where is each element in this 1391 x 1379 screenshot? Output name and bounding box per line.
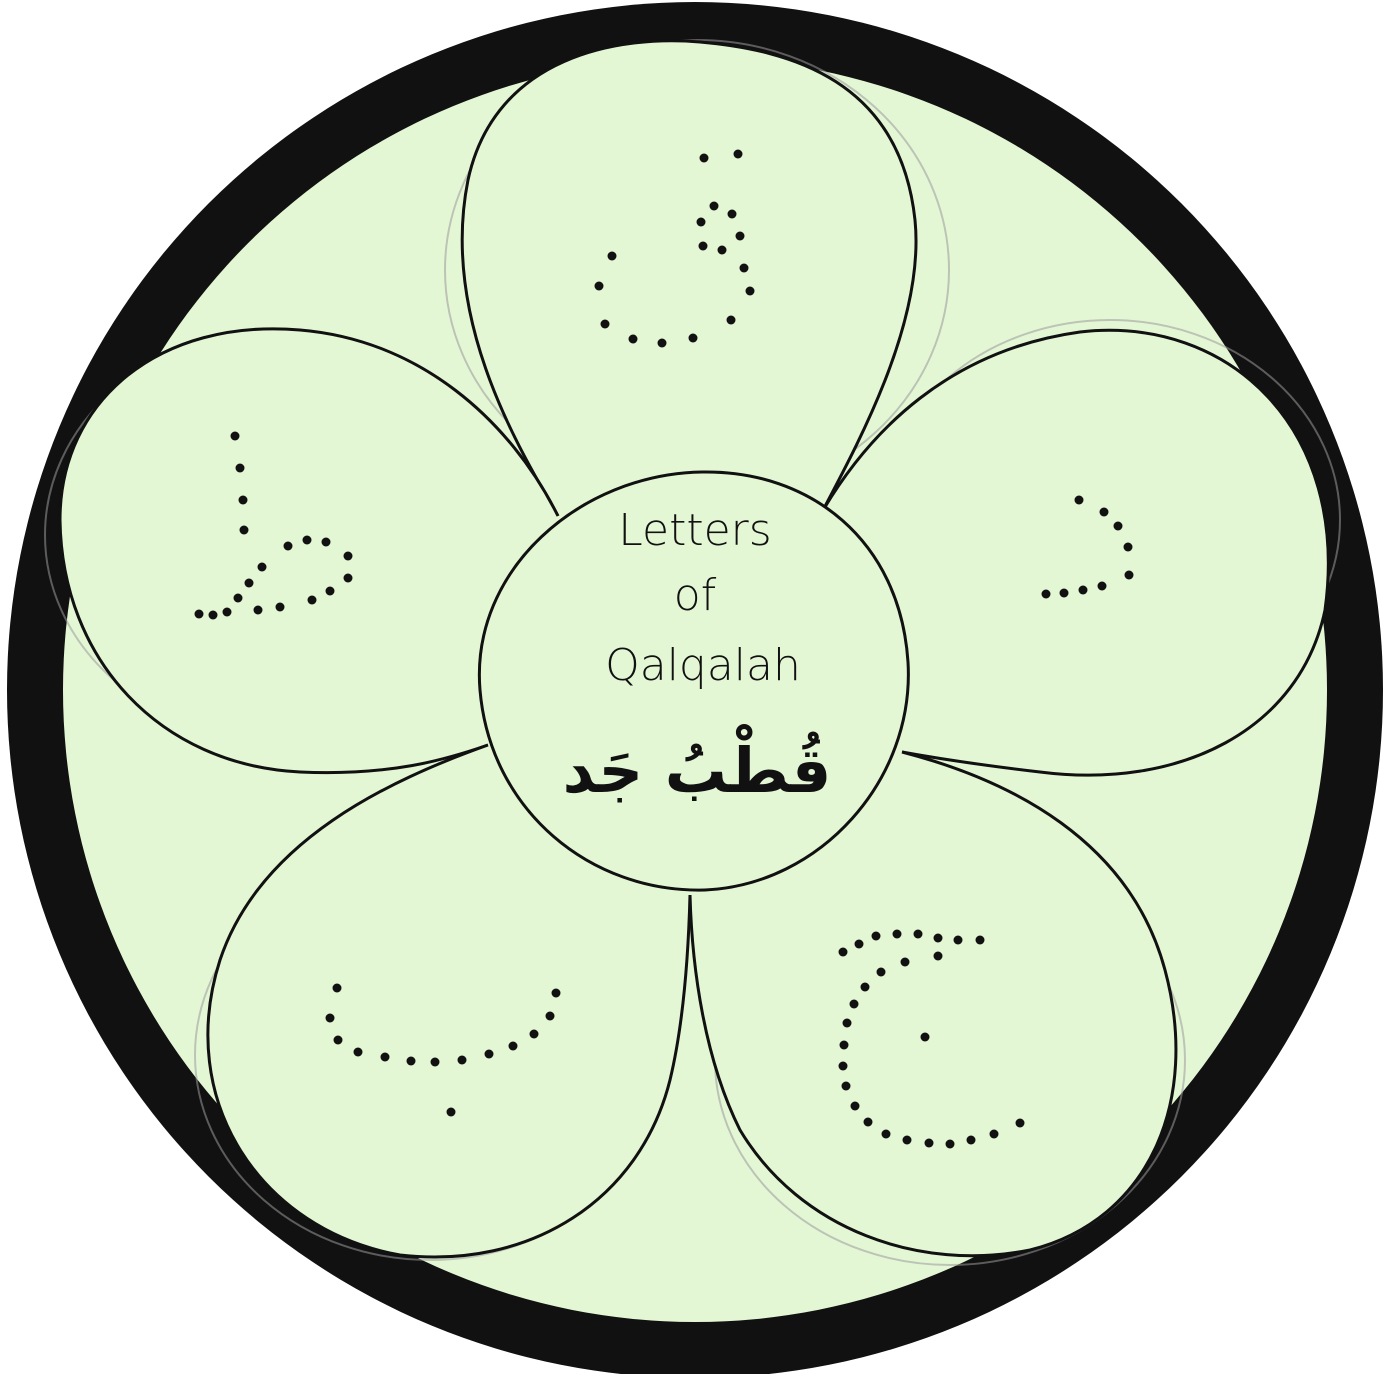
center-title-line-2: of [674,570,717,621]
center-arabic-word: قُطْبُ جَد [563,723,832,807]
center-title-line-3: Qalqalah [605,640,801,691]
petal-top-outline [462,41,916,516]
center-title-line-1: Letters [618,505,771,556]
petal-top [462,41,916,516]
